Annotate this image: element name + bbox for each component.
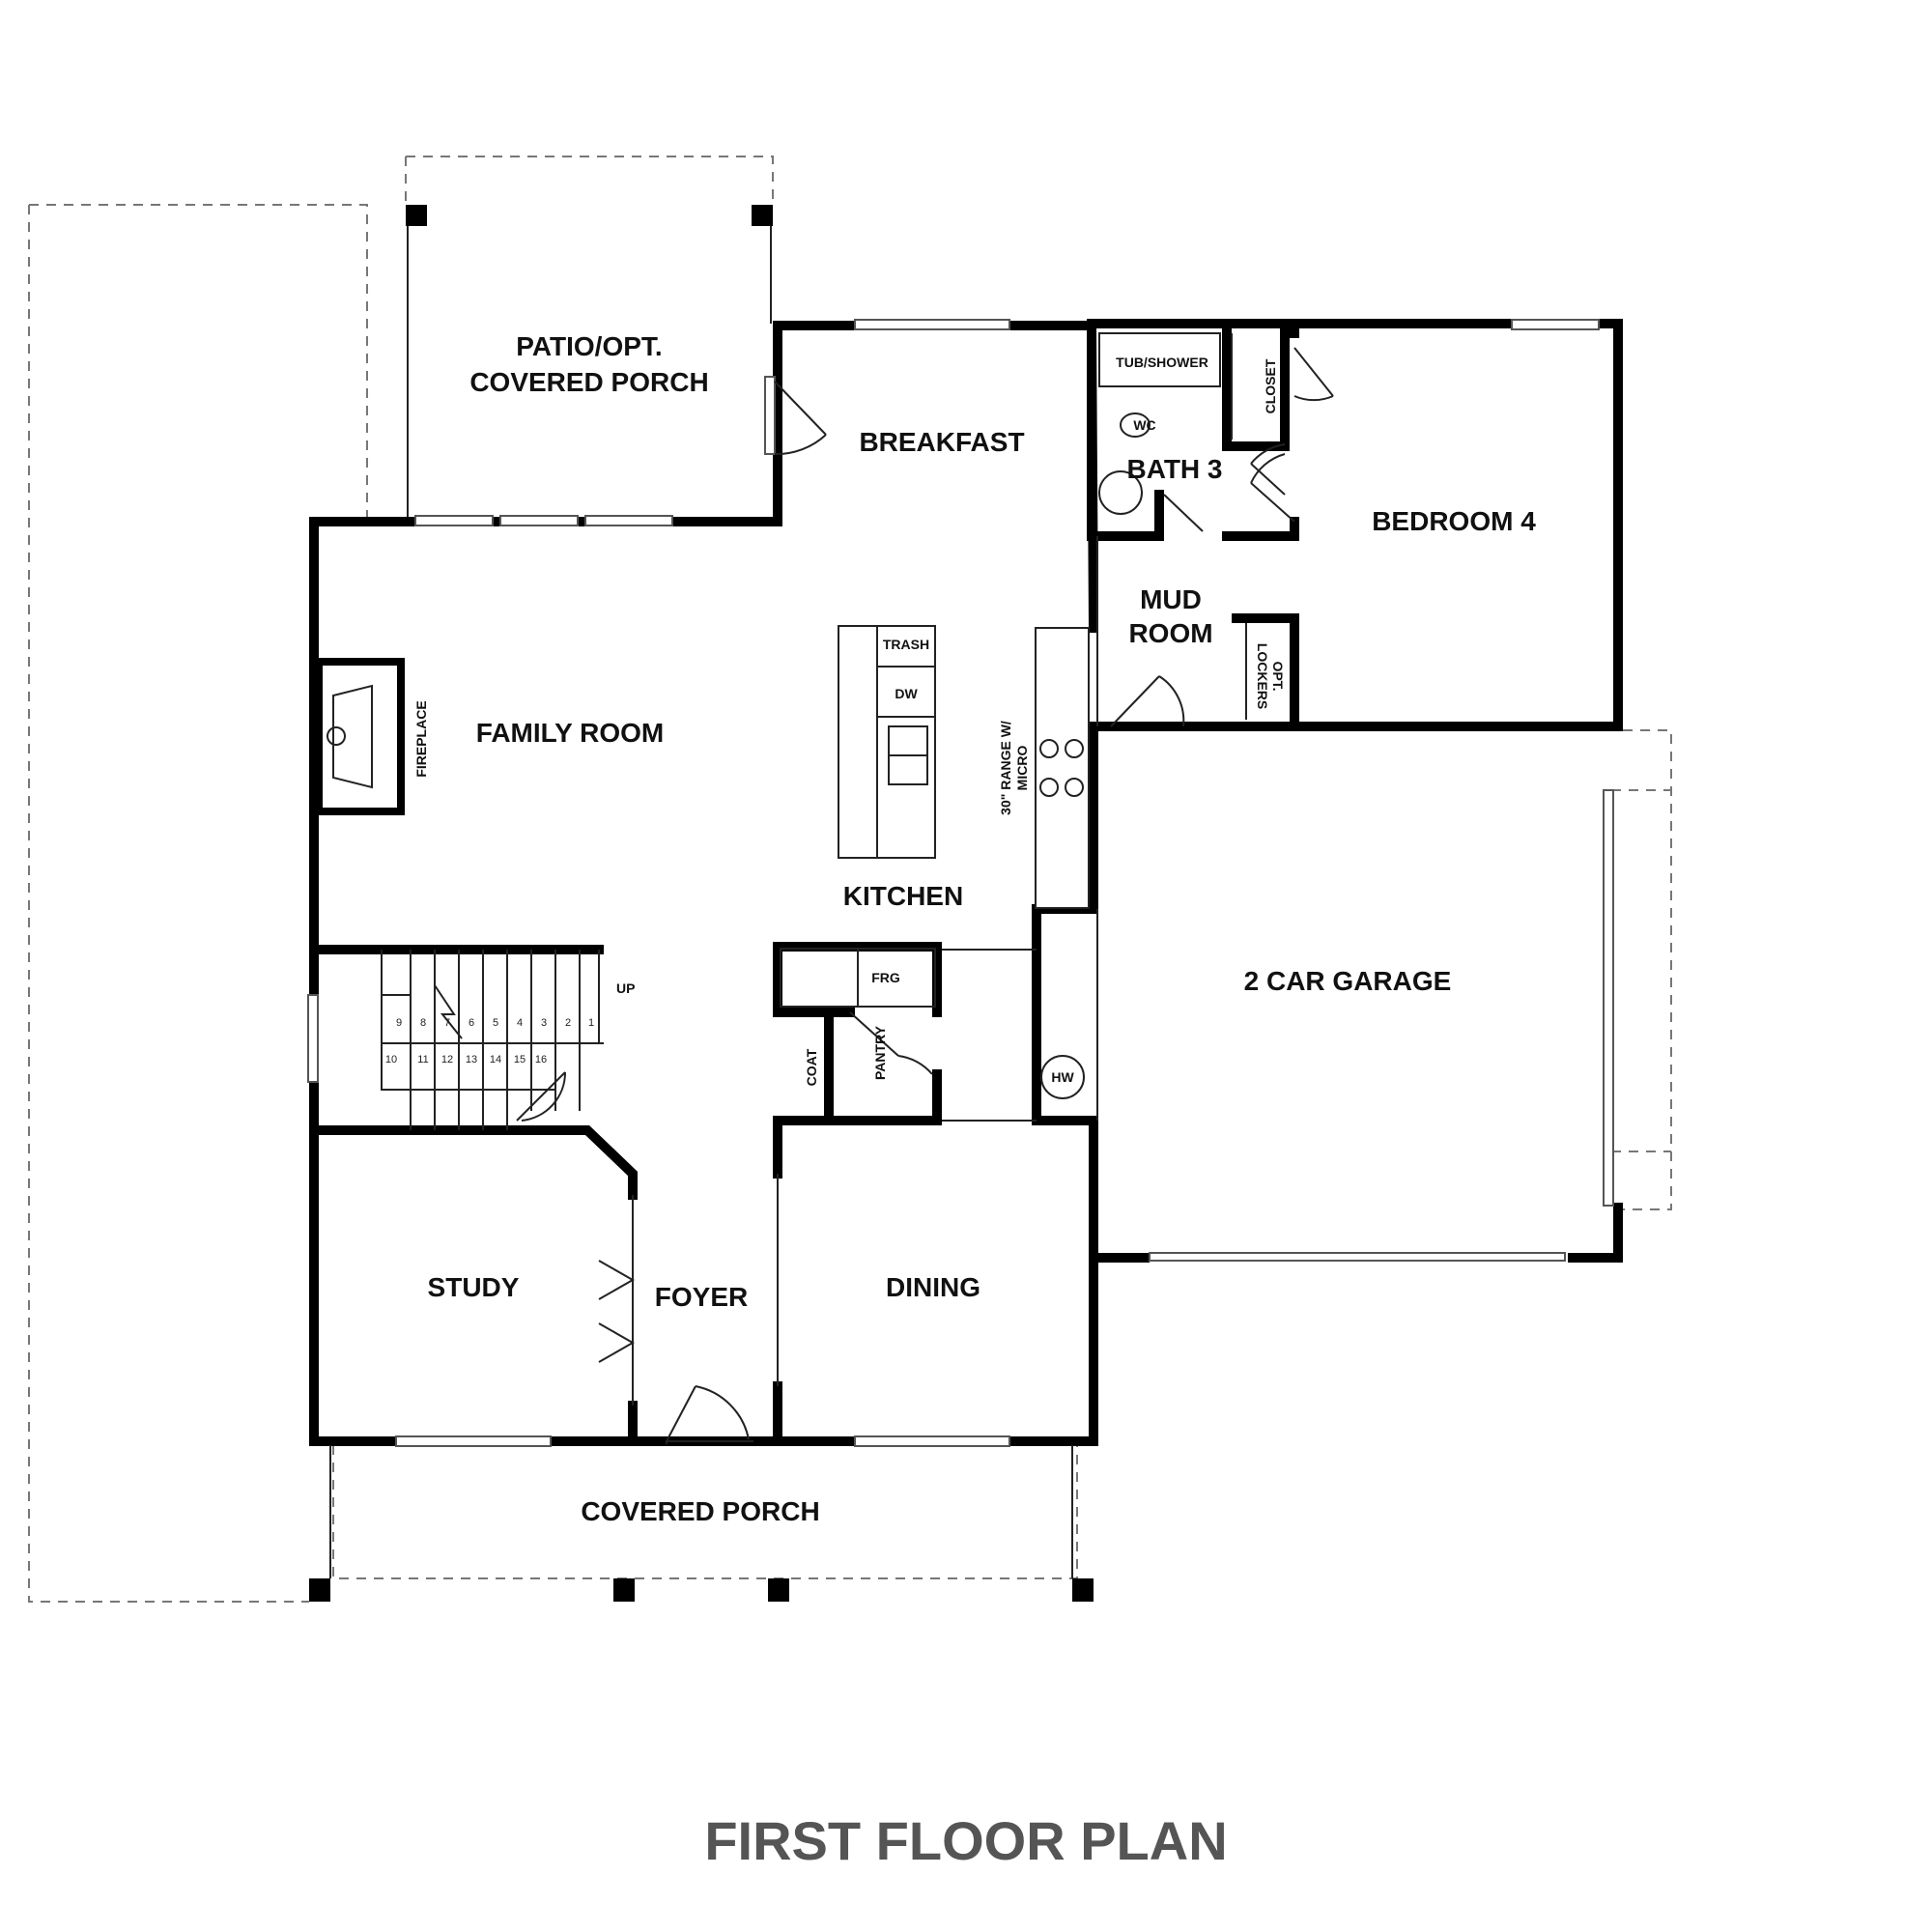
room-label-patio-line2: COVERED PORCH [469, 367, 708, 397]
windows [307, 319, 1614, 1447]
label-range-line1: 30" RANGE W/ [998, 721, 1013, 815]
room-labels: PATIO/OPT. COVERED PORCH BREAKFAST BATH … [428, 331, 1537, 1526]
stair-step-numbers: 1 2 3 4 5 6 7 8 9 10 11 12 13 14 15 16 [385, 1017, 594, 1065]
staircase [381, 950, 604, 1130]
room-label-garage: 2 CAR GARAGE [1244, 966, 1452, 996]
stair-number: 3 [541, 1017, 547, 1029]
room-label-bedroom4: BEDROOM 4 [1372, 506, 1536, 536]
label-wc: WC [1133, 417, 1155, 433]
label-pantry: PANTRY [872, 1025, 888, 1080]
label-coat: COAT [804, 1048, 819, 1086]
stair-number: 1 [588, 1017, 594, 1029]
interior-walls [309, 321, 1299, 1446]
range-counter [1035, 627, 1090, 909]
label-tub-shower: TUB/SHOWER [1116, 355, 1208, 370]
stair-number: 14 [490, 1054, 501, 1065]
label-trash: TRASH [883, 637, 929, 652]
label-range-line2: MICRO [1014, 746, 1030, 791]
label-dw: DW [895, 686, 918, 701]
doors [516, 347, 1334, 1444]
fixture-labels: TUB/SHOWER WC CLOSET OPT. LOCKERS TRASH … [413, 355, 1286, 1086]
stair-number: 6 [469, 1017, 474, 1029]
stair-number: 11 [417, 1054, 428, 1065]
room-label-family: FAMILY ROOM [476, 718, 664, 748]
label-closet: CLOSET [1263, 358, 1278, 413]
stair-number: 8 [420, 1017, 426, 1029]
label-hw: HW [1051, 1069, 1074, 1085]
label-frg: FRG [871, 970, 900, 985]
label-fireplace: FIREPLACE [413, 700, 429, 777]
bath-fixtures [1098, 332, 1247, 720]
water-heater-icon [1040, 1055, 1085, 1099]
stair-number: 16 [535, 1054, 547, 1065]
label-lockers-line1: OPT. [1270, 661, 1286, 691]
front-porch-posts [309, 1445, 1094, 1602]
stair-number: 7 [444, 1017, 450, 1029]
label-lockers-line2: LOCKERS [1255, 643, 1270, 709]
room-label-breakfast: BREAKFAST [859, 427, 1024, 457]
label-up: UP [616, 980, 635, 996]
room-label-covered-porch: COVERED PORCH [581, 1496, 819, 1526]
room-label-dining: DINING [886, 1272, 980, 1302]
patio-posts [406, 205, 773, 517]
stair-number: 10 [385, 1054, 397, 1065]
kitchen-island [838, 625, 936, 859]
stair-number: 15 [514, 1054, 526, 1065]
stair-number: 4 [517, 1017, 523, 1029]
stair-number: 5 [493, 1017, 498, 1029]
room-label-patio-line1: PATIO/OPT. [516, 331, 662, 361]
plan-title: FIRST FLOOR PLAN [704, 1810, 1227, 1871]
room-label-study: STUDY [428, 1272, 520, 1302]
fridge-counter [780, 948, 936, 1008]
room-label-bath3: BATH 3 [1126, 454, 1222, 484]
room-label-kitchen: KITCHEN [843, 881, 963, 911]
stair-number: 9 [396, 1017, 402, 1029]
fireplace-unit [315, 658, 405, 815]
stair-number: 13 [466, 1054, 477, 1065]
room-label-foyer: FOYER [655, 1282, 748, 1312]
dashed-outlines [28, 156, 1672, 1603]
room-label-mud-line1: MUD [1140, 584, 1202, 614]
room-label-mud-line2: ROOM [1128, 618, 1212, 648]
stair-number: 12 [441, 1054, 453, 1065]
stair-number: 2 [565, 1017, 571, 1029]
